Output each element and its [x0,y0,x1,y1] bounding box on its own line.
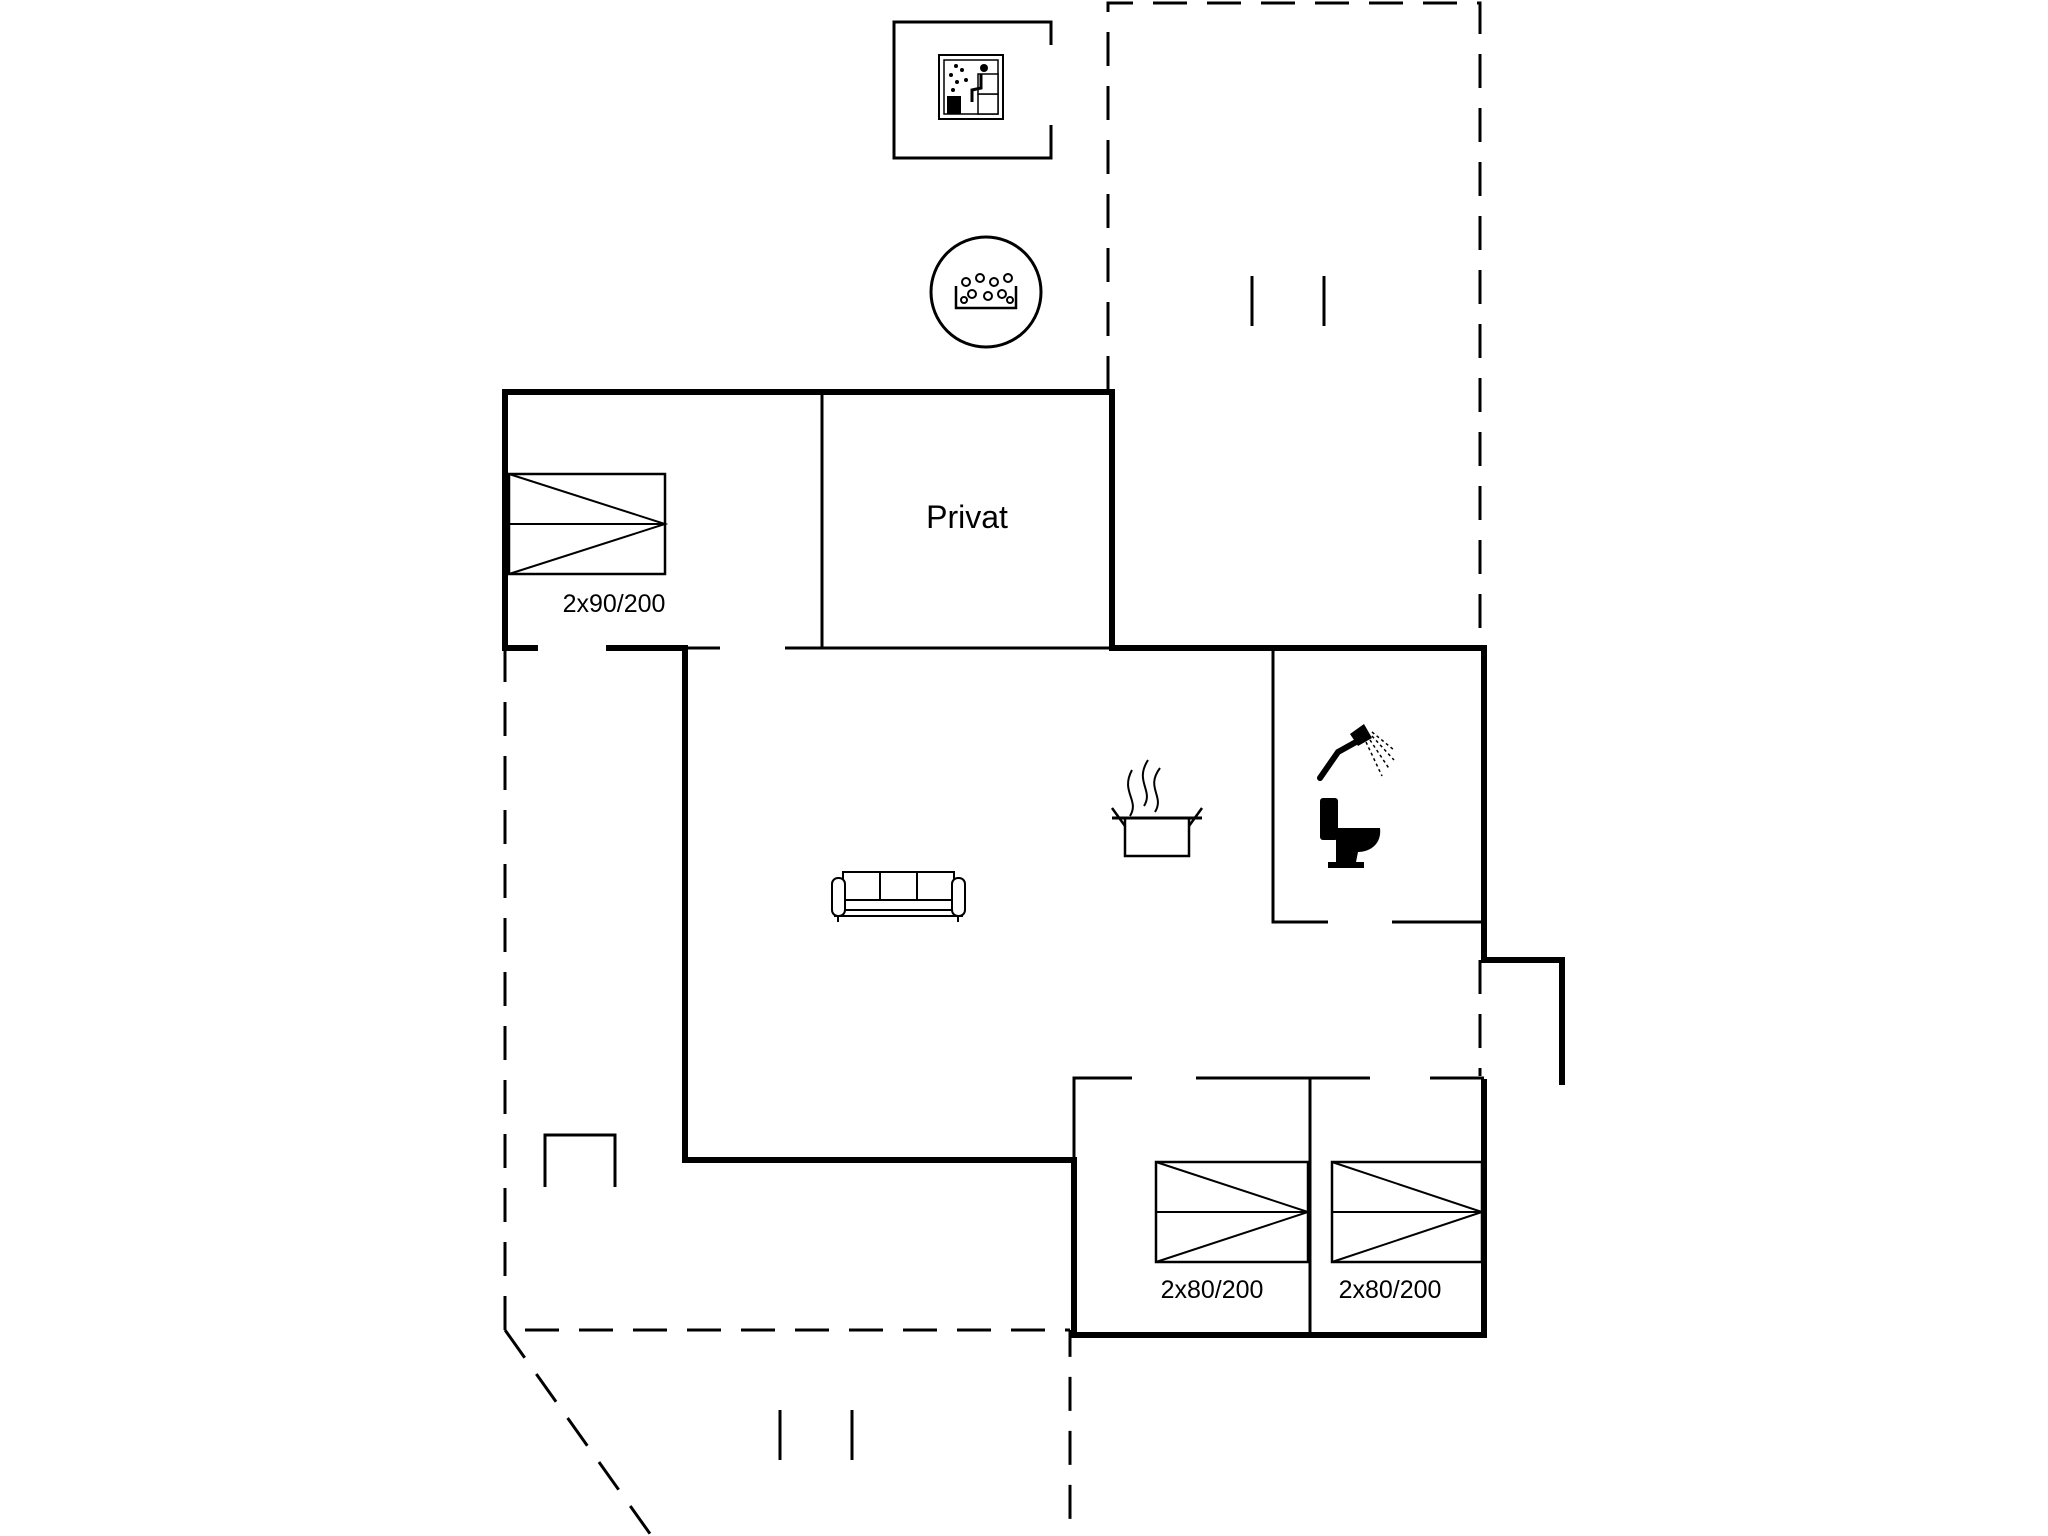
room-label-private: Privat [926,499,1008,535]
sofa-icon [831,871,966,922]
bed-size-label-south-right: 2x80/200 [1339,1276,1442,1304]
bed-double-north [507,472,669,576]
sauna-icon [938,54,1004,120]
shower-icon [1317,724,1395,781]
interior-walls [685,392,1484,1335]
bed-double-south-right [1330,1160,1486,1264]
whirlpool-icon [929,235,1043,349]
terrace-north [1106,1,1482,650]
bed-double-south-left [1154,1160,1312,1264]
terrace-west [503,648,1070,1332]
kitchen-pot-icon [1110,759,1204,858]
bed-size-label-south-left: 2x80/200 [1161,1276,1264,1304]
terrace-south [503,1329,1072,1536]
sauna-room [892,20,1053,160]
toilet-icon [1320,798,1381,868]
bed-size-label-north: 2x90/200 [563,590,666,618]
exterior-walls [502,389,1565,1338]
